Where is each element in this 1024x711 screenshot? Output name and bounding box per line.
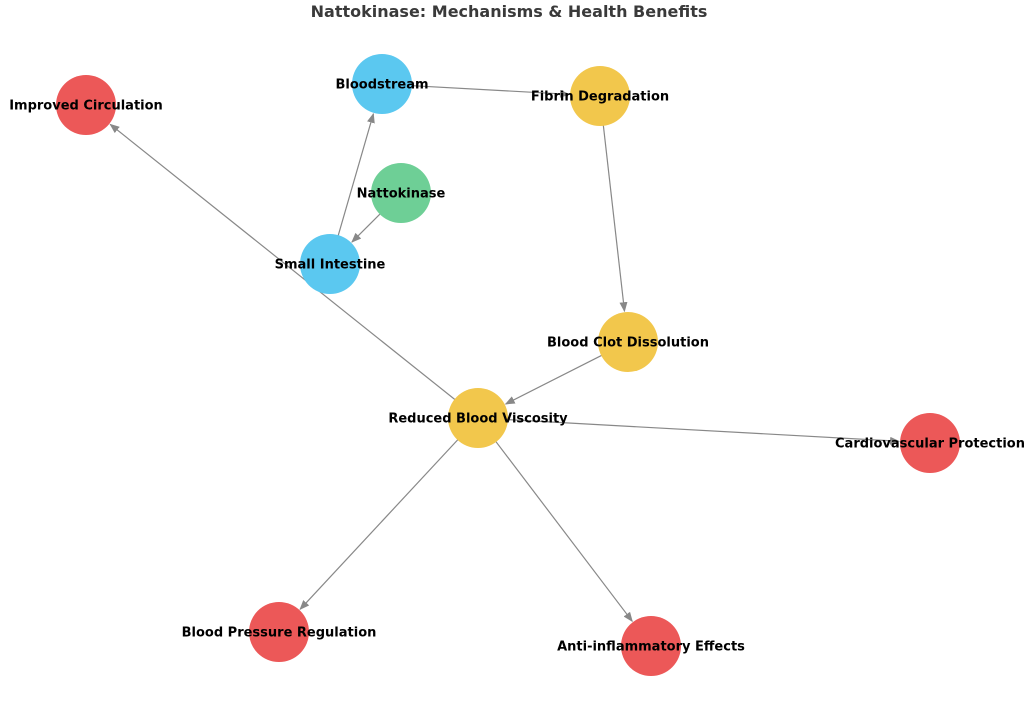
node-fibrin-degradation xyxy=(570,66,630,126)
node-improved-circulation xyxy=(56,75,116,135)
node-blood-pressure-regulation xyxy=(249,602,309,662)
nodes-layer xyxy=(56,54,960,676)
edge-bloodstream-to-fibrin-degradation xyxy=(409,84,571,98)
node-label-fibrin-degradation: Fibrin Degradation xyxy=(531,90,669,105)
node-cardiovascular-protection xyxy=(900,413,960,473)
node-reduced-blood-viscosity xyxy=(448,388,508,448)
diagram-title: Nattokinase: Mechanisms & Health Benefit… xyxy=(310,2,708,21)
node-label-cardiovascular-protection: Cardiovascular Protection xyxy=(835,437,1024,452)
edge-reduced-blood-viscosity-to-blood-pressure-regulation xyxy=(299,438,460,611)
node-label-anti-inflammatory-effects: Anti-inflammatory Effects xyxy=(557,640,745,655)
node-label-improved-circulation: Improved Circulation xyxy=(9,99,163,114)
edges-layer xyxy=(109,84,901,623)
node-label-small-intestine: Small Intestine xyxy=(275,258,386,273)
node-label-blood-clot-dissolution: Blood Clot Dissolution xyxy=(547,336,709,351)
node-bloodstream xyxy=(352,54,412,114)
node-anti-inflammatory-effects xyxy=(621,616,681,676)
node-label-reduced-blood-viscosity: Reduced Blood Viscosity xyxy=(388,412,568,427)
node-label-nattokinase: Nattokinase xyxy=(357,187,446,202)
edge-small-intestine-to-bloodstream xyxy=(337,112,375,238)
edge-fibrin-degradation-to-blood-clot-dissolution xyxy=(602,123,628,313)
node-blood-clot-dissolution xyxy=(598,312,658,372)
node-label-bloodstream: Bloodstream xyxy=(335,78,428,93)
edge-reduced-blood-viscosity-to-anti-inflammatory-effects xyxy=(494,439,633,623)
node-small-intestine xyxy=(300,234,360,294)
edge-nattokinase-to-small-intestine xyxy=(351,212,382,243)
node-label-blood-pressure-regulation: Blood Pressure Regulation xyxy=(182,626,377,641)
edge-blood-clot-dissolution-to-reduced-blood-viscosity xyxy=(504,354,604,405)
node-nattokinase xyxy=(371,163,431,223)
edge-reduced-blood-viscosity-to-cardiovascular-protection xyxy=(505,418,901,445)
edge-reduced-blood-viscosity-to-improved-circulation xyxy=(109,123,457,401)
